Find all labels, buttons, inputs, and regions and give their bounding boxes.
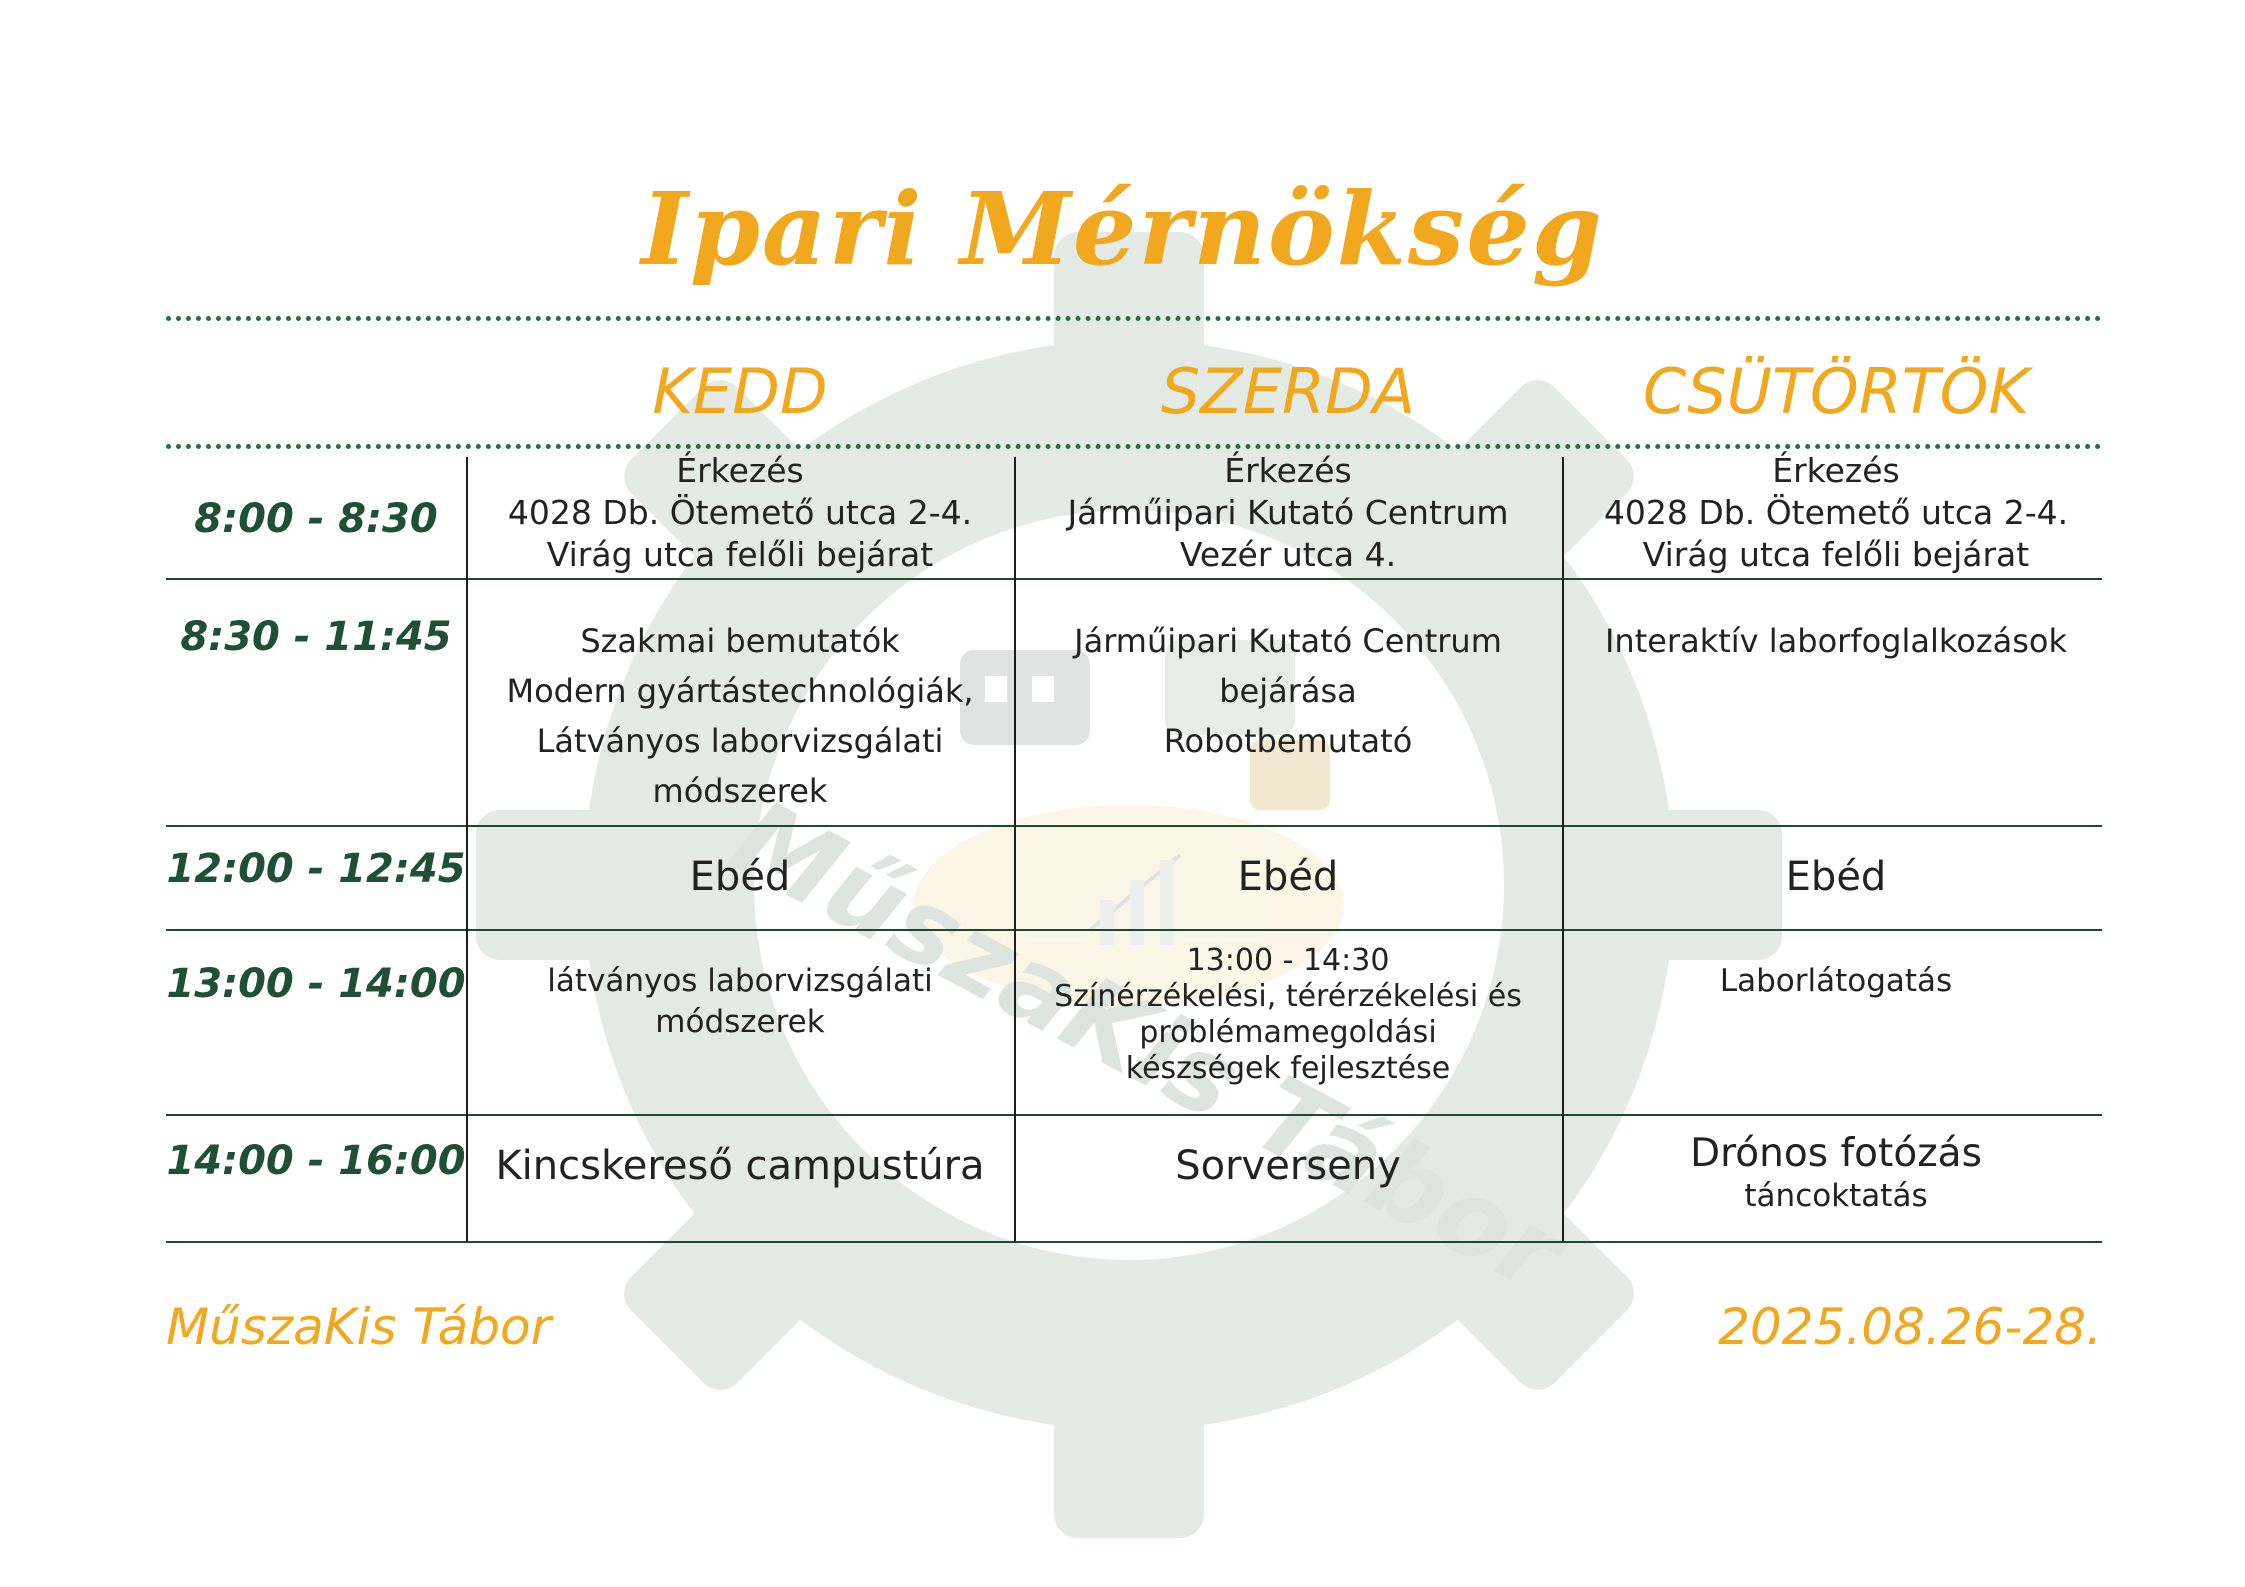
schedule-cell-r3-kedd: Ebéd [689,854,791,900]
time-slot-4: 13:00 - 14:00 [166,961,466,1007]
time-slot-1: 8:00 - 8:30 [194,496,438,542]
schedule-cell-r3-szerda: Ebéd [1237,854,1339,900]
day-header-csutortok: CSÜTÖRTÖK [1642,355,2030,428]
column-divider [466,457,468,1242]
schedule-cell-r5-szerda: Sorverseny [1175,1143,1401,1189]
camp-dates: 2025.08.26-28. [1718,1298,2102,1356]
title-divider [166,316,2102,321]
time-slot-2: 8:30 - 11:45 [180,614,452,660]
time-slot-3: 12:00 - 12:45 [166,846,466,892]
header-divider [166,444,2102,449]
row-divider [166,578,2102,580]
row-divider [166,1114,2102,1116]
column-divider [1562,457,1564,1242]
column-divider [1014,457,1016,1242]
schedule-cell-r3-csutortok: Ebéd [1785,854,1887,900]
row-divider [166,929,2102,931]
schedule-cell-r2-csutortok: Interaktív laborfoglalkozások [1604,622,2068,660]
page-title: Ipari Mérnökség [641,170,1604,288]
row-divider [166,825,2102,827]
row-divider [166,1241,2102,1243]
schedule-cell-r4-csutortok: Laborlátogatás [1719,963,1953,999]
schedule-cell-r5-kedd: Kincskereső campustúra [495,1143,985,1189]
day-header-kedd: KEDD [652,355,828,428]
time-slot-5: 14:00 - 16:00 [166,1138,466,1184]
camp-name: MűszaKis Tábor [166,1298,552,1356]
day-header-szerda: SZERDA [1160,355,1416,428]
